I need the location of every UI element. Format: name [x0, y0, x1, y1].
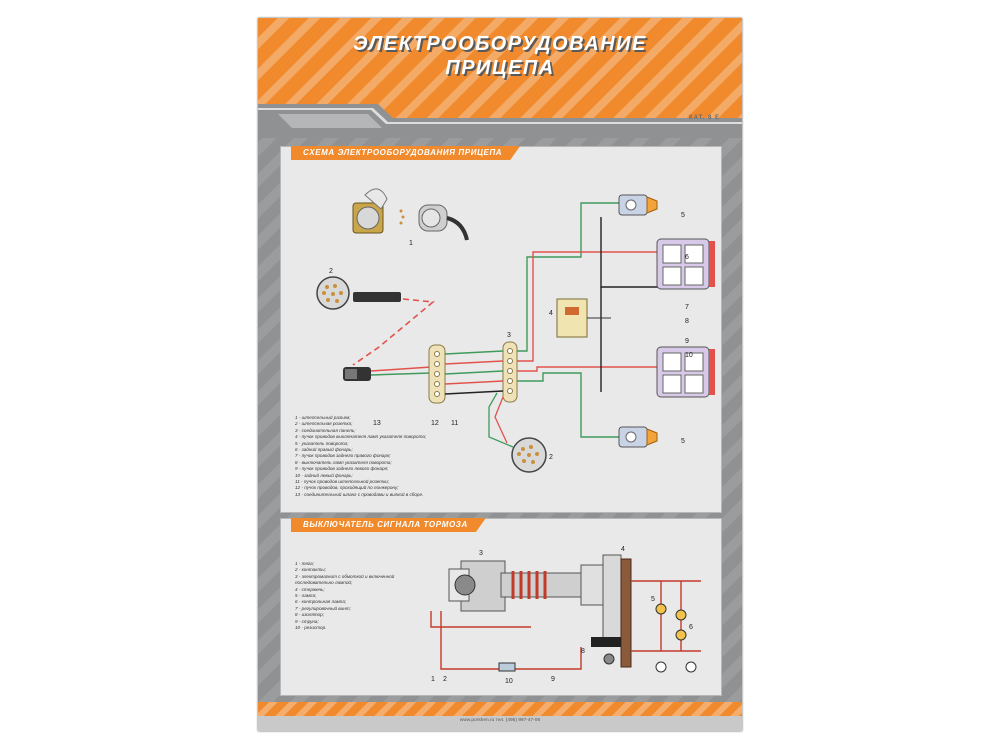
legend-item: 2 - штепсельная розетка; — [295, 421, 353, 427]
legend-item: 11 - пучок проводов штепсельной розетки; — [295, 479, 390, 485]
label-5a: 5 — [681, 212, 685, 219]
plug-connector — [352, 188, 469, 241]
legend-item: 3 - электромагнит с обмоткой и включенно… — [295, 573, 395, 586]
legend-item: 4 - пучок проводов выключателя ламп указ… — [295, 434, 427, 440]
legend-item: 13 - соединительный шланг с проводами и … — [295, 491, 424, 497]
socket-top-left — [316, 276, 401, 310]
footer-text: www.porshen.ru тел. (495) 997-47-06 — [459, 718, 541, 723]
rear-left-lamp — [656, 346, 715, 398]
trailer-wiring-diagram: 1 2 2 3 4 5 5 6 7 8 9 10 11 12 13 — [316, 188, 715, 473]
header-banner: Электрооборудование прицепа КАТ. 8 Е — [258, 18, 742, 138]
label-10: 10 — [685, 352, 693, 359]
footer-band — [258, 716, 742, 731]
header-decoration — [258, 104, 742, 138]
legend-item: 12 - пучок проводов, проходящий по лонже… — [295, 485, 399, 491]
label-7: 7 — [685, 304, 689, 311]
electromagnet — [448, 560, 606, 612]
junction-block-12 — [428, 344, 446, 404]
label-2: 2 — [443, 676, 447, 683]
legend-item: 10 - резистор. — [295, 625, 327, 631]
legend-item: 2 - контакты; — [295, 567, 326, 573]
legend-item: 6 - задний правый фонарь; — [295, 447, 353, 453]
label-13: 13 — [373, 420, 381, 427]
legend-item: 7 - пучок проводов заднего правого фонар… — [295, 453, 391, 459]
label-5: 5 — [651, 596, 655, 603]
brake-legend: 1 - тяга; 2 - контакты; 3 - электромагни… — [295, 561, 425, 631]
legend-item: 4 - стержень; — [295, 586, 325, 592]
legend-item: 5 - указатель поворота; — [295, 440, 349, 446]
legend-item: 6 - контрольная лампа; — [295, 599, 347, 605]
hose-connector — [343, 367, 371, 381]
label-9: 9 — [551, 676, 555, 683]
label-1: 1 — [431, 676, 435, 683]
label-11: 11 — [451, 420, 458, 427]
brake-switch-panel: Выключатель сигнала тормоза — [280, 518, 722, 696]
label-4: 4 — [621, 546, 625, 553]
socket-bottom — [488, 392, 547, 473]
label-2b: 2 — [549, 454, 553, 461]
brake-switch-title: Выключатель сигнала тормоза — [291, 518, 486, 532]
label-3: 3 — [479, 550, 483, 557]
turn-indicator-top — [618, 194, 658, 216]
legend-item: 9 - пучок проводов заднего левого фонаря… — [295, 466, 389, 472]
junction-block-3 — [502, 341, 518, 403]
title-line-2: прицепа — [445, 57, 555, 79]
turn-signal-switch — [556, 298, 611, 338]
brake-switch-diagram: 1 2 3 4 5 6 7 8 9 10 — [430, 546, 701, 685]
catalog-number: КАТ. 8 Е — [688, 115, 720, 121]
wiring-diagram-panel: Схема электрооборудования прицепа — [280, 146, 722, 513]
resistor — [498, 662, 516, 672]
label-9: 9 — [685, 338, 689, 345]
legend-item: 1 - тяга; — [295, 561, 314, 566]
wiring-diagram-title: Схема электрооборудования прицепа — [291, 146, 520, 160]
rear-right-lamp — [656, 238, 715, 290]
legend-item: 8 - выключатель ламп указателя поворота; — [295, 459, 392, 465]
label-3: 3 — [507, 332, 511, 339]
title-line-1: Электрооборудование — [353, 33, 647, 55]
legend-item: 1 - штепсельный разъем; — [295, 415, 351, 420]
label-12: 12 — [431, 420, 439, 427]
lamps — [655, 603, 697, 673]
label-10: 10 — [505, 678, 513, 685]
wiring-legend: 1 - штепсельный разъем; 2 - штепсельная … — [295, 415, 426, 498]
label-6: 6 — [689, 624, 693, 631]
label-7: 7 — [607, 638, 611, 645]
legend-item: 9 - струна; — [295, 618, 319, 624]
label-4: 4 — [549, 310, 553, 317]
label-2a: 2 — [329, 268, 333, 275]
legend-item: 7 - регулировочный винт; — [295, 605, 351, 611]
rod-bracket — [591, 554, 632, 668]
label-5b: 5 — [681, 438, 685, 445]
legend-item: 5 - лампа; — [295, 593, 317, 599]
turn-indicator-bottom — [618, 426, 658, 448]
legend-item: 3 - соединительная панель; — [295, 427, 356, 433]
legend-item: 10 - задний левый фонарь; — [295, 472, 353, 478]
label-6: 6 — [685, 254, 689, 261]
label-8: 8 — [581, 648, 585, 655]
label-8: 8 — [685, 318, 689, 325]
label-1: 1 — [409, 240, 413, 247]
page-title: Электрооборудование прицепа — [258, 32, 742, 80]
legend-item: 8 - изолятор; — [295, 612, 324, 618]
poster: Электрооборудование прицепа КАТ. 8 Е Схе… — [258, 18, 742, 731]
